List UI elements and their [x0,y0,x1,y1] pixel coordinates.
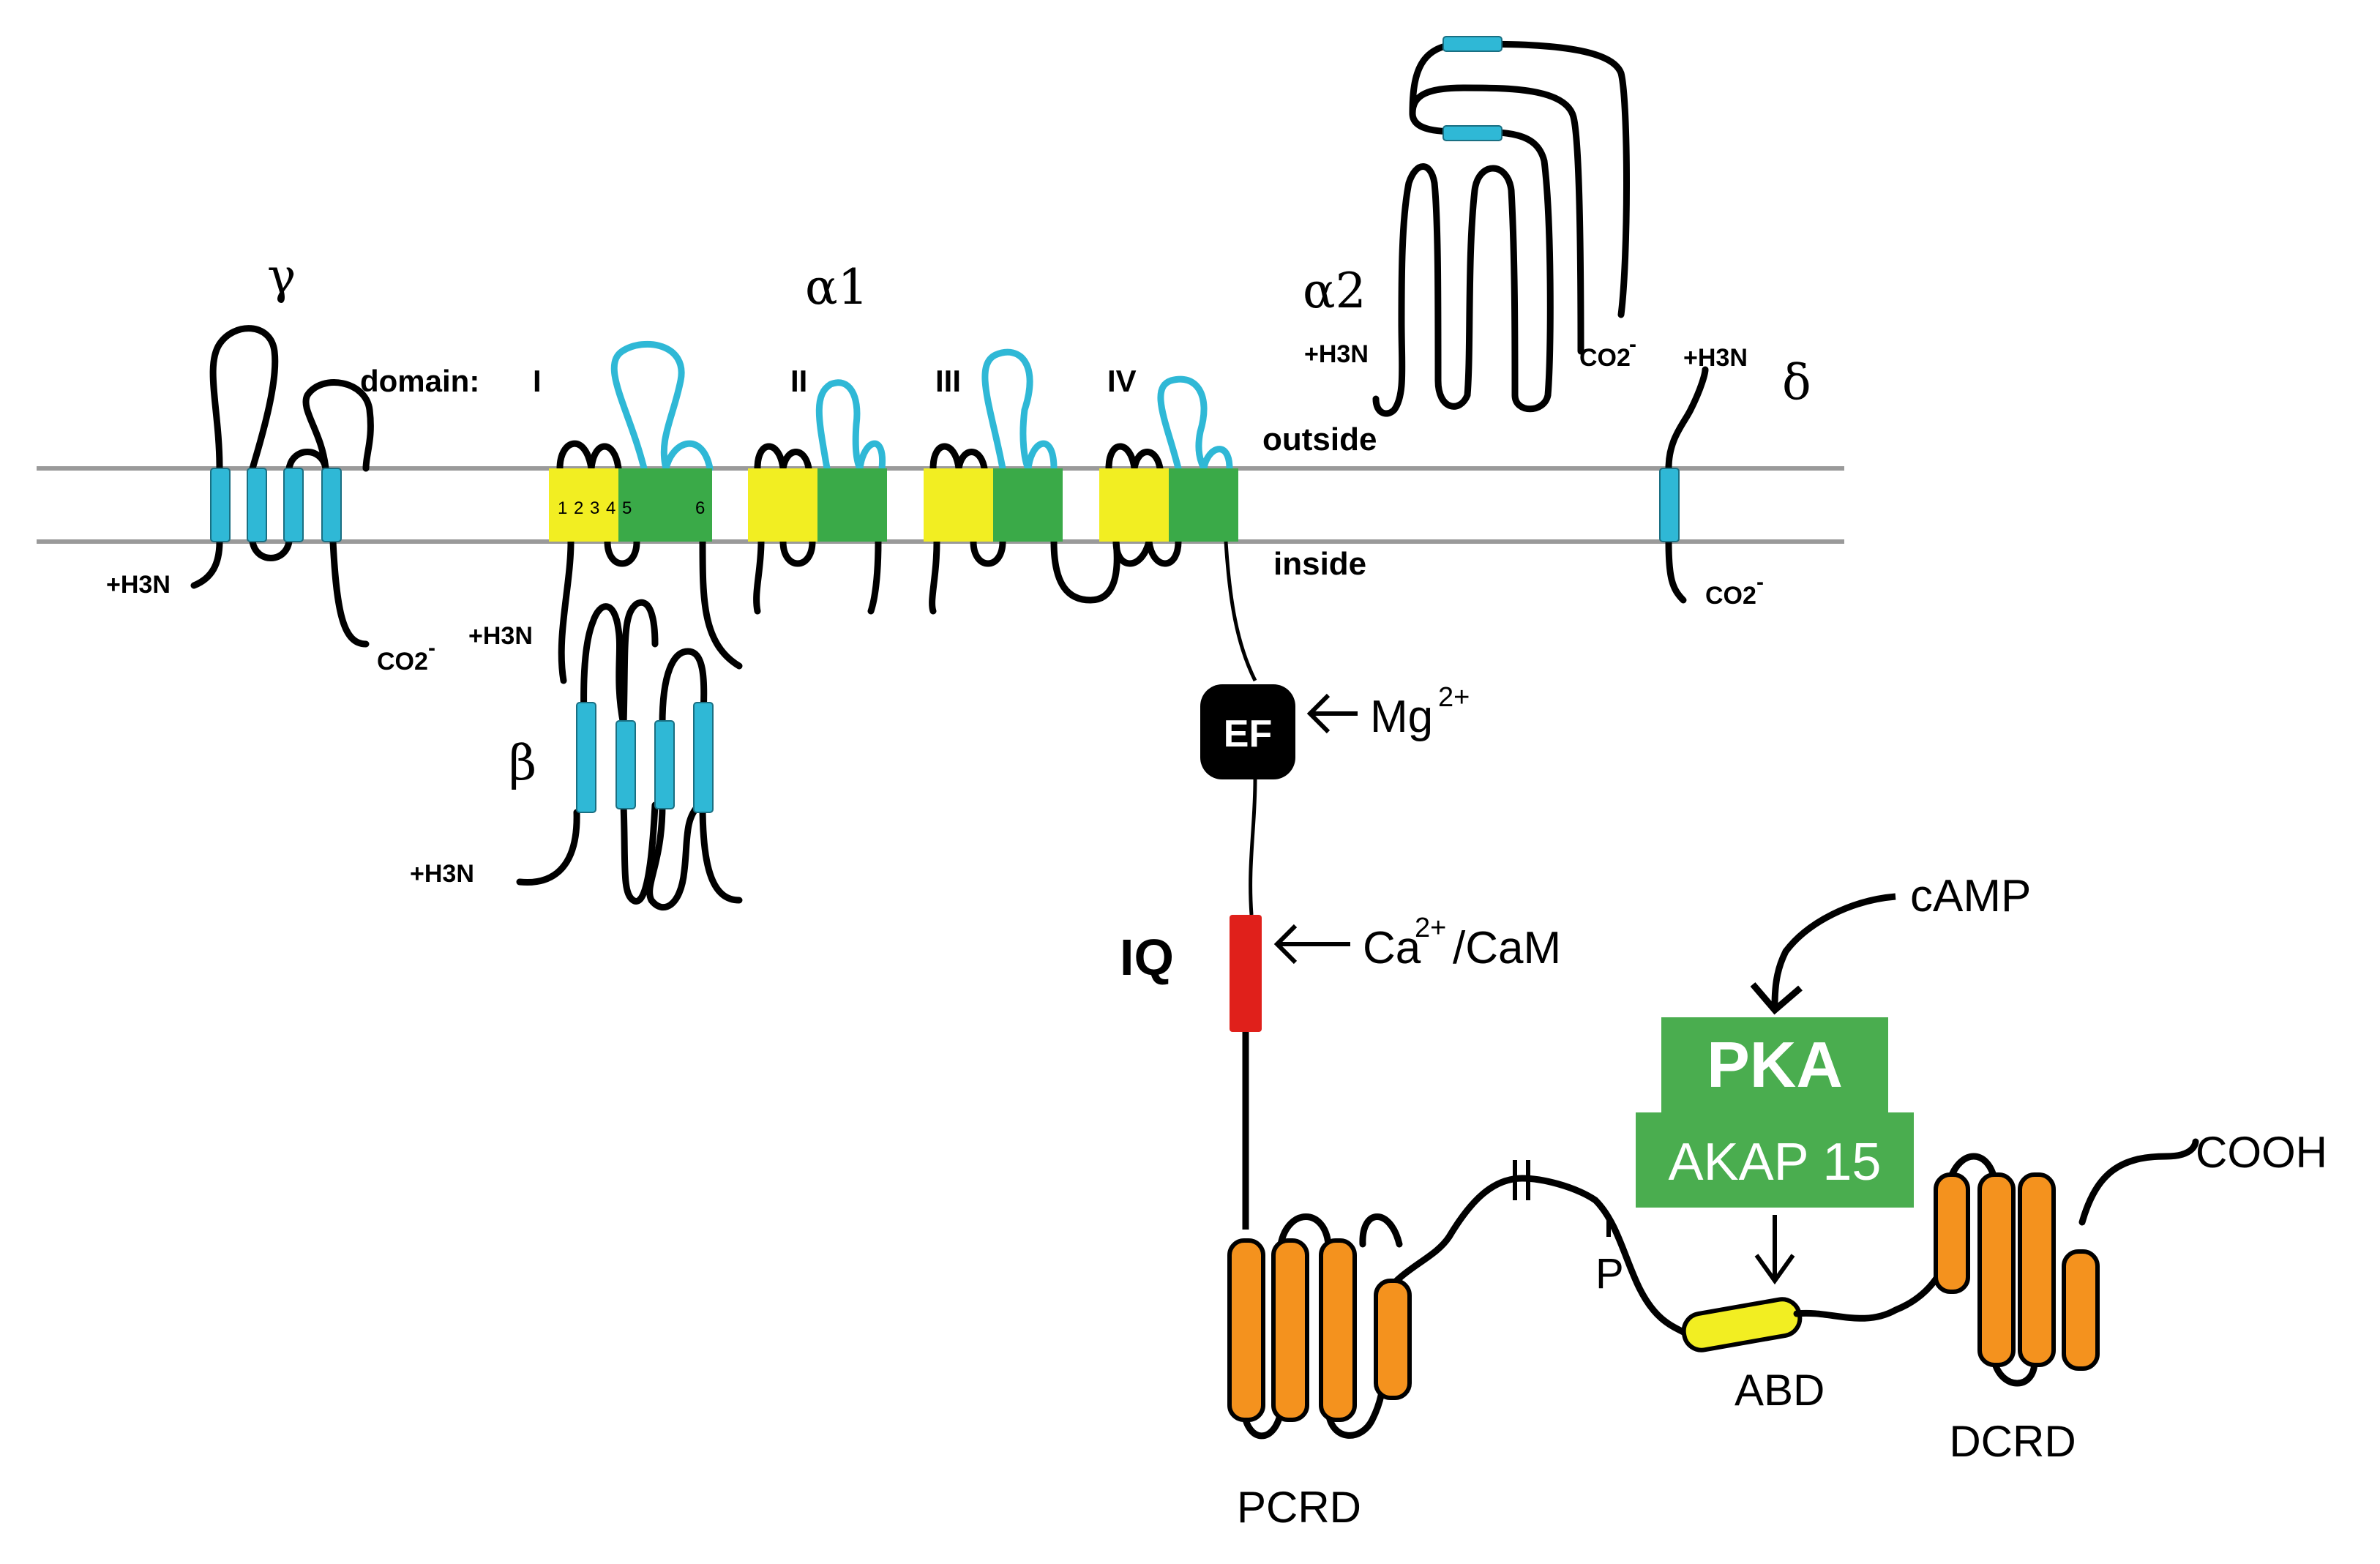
domain-iii-label: III [935,364,961,398]
akap-label: AKAP 15 [1669,1133,1882,1191]
beta-n-term-top: +H3N [468,622,533,650]
dcrd-helix-3 [2018,1172,2056,1367]
iq-motif-bar [1230,915,1262,1032]
delta-c-term: CO2 [1705,582,1756,610]
gamma-n-term: +H3N [106,571,171,599]
gamma-tm2 [247,468,267,542]
domain-i [549,340,743,684]
pka-label: PKA [1707,1028,1843,1101]
beta-subunit: β +H3N +H3N [410,599,743,910]
gamma-tm4 [321,468,342,542]
iq-label: IQ [1120,929,1174,986]
alpha2-c-term: CO2 [1579,344,1631,372]
alpha1-subunit: α1 domain: I II III IV [360,259,1561,1230]
segment-label-2: 2 [574,498,583,518]
segment-label-3: 3 [590,498,599,518]
alpha2-label: α2 [1303,263,1366,319]
domain-ii [748,379,887,615]
pka-akap-complex: PKA AKAP 15 [1636,1017,1914,1285]
c-terminal-region: PCRD P ABD DCRD COOH PKA [1227,871,2327,1532]
mg-charge: 2+ [1438,682,1470,713]
pcrd: PCRD [1227,1175,1526,1532]
mg-arrow [1306,693,1358,734]
pcrd-helix-2 [1271,1238,1309,1422]
akap-box [1636,1112,1914,1208]
pcrd-label: PCRD [1237,1483,1361,1532]
camp-label: cAMP [1910,871,2031,921]
cooh-label: COOH [2196,1128,2327,1177]
pka-box [1661,1017,1888,1112]
domain-i-label: I [533,364,542,398]
phospho-label: P [1595,1250,1624,1298]
alpha2-c-term-charge: - [1629,332,1636,356]
domain-i-voltage-sensor [549,468,618,542]
segment-label-1: 1 [558,498,567,518]
beta-tm3 [654,720,675,809]
camp-arrow [1750,893,1896,1015]
abd: ABD [1681,1297,1825,1415]
dcrd-helix-1 [1934,1172,1970,1294]
beta-n-term-bottom: +H3N [410,860,474,888]
domain-i-pore [618,468,712,542]
ef-hand-box [1200,684,1295,779]
beta-label: β [509,735,536,791]
ca-charge: 2+ [1415,913,1446,943]
dcrd-label: DCRD [1949,1417,2076,1466]
beta-tm4 [693,702,714,813]
cam-label: /CaM [1453,923,1561,973]
domain-iii-pore [993,468,1063,542]
alpha2-segment-1 [1442,36,1503,52]
inside-label: inside [1273,546,1366,582]
domain-iv-pore [1169,468,1238,542]
domain-iii-voltage-sensor [924,468,993,542]
dcrd-helix-4 [2062,1249,2100,1371]
dcrd: DCRD [1934,1138,2199,1466]
segment-label-4: 4 [606,498,615,518]
gamma-tm1 [210,468,231,542]
gamma-c-term: CO2 [377,648,428,676]
delta-n-term: +H3N [1683,344,1748,372]
ca-label: Ca [1363,923,1421,973]
domain-prefix-label: domain: [360,364,479,398]
domain-iii [924,348,1120,615]
beta-tm1 [576,702,596,813]
alpha2-subunit: α2 +H3N CO2 - [1303,36,1636,417]
abd-cylinder [1681,1297,1803,1352]
domain-iv-voltage-sensor [1099,468,1169,542]
delta-c-term-charge: - [1756,570,1764,594]
alpha1-label: α1 [805,259,869,315]
pcrd-helix-4 [1374,1279,1412,1400]
alpha2-n-term: +H3N [1304,340,1369,368]
segment-label-6: 6 [695,498,705,518]
ef-hand-label: EF [1224,713,1272,755]
gamma-label: γ [267,248,296,304]
abd-label: ABD [1735,1366,1825,1415]
outside-label: outside [1262,422,1377,457]
ca-cam-arrow [1273,924,1350,965]
gamma-c-term-charge: - [428,636,435,660]
gamma-subunit: γ +H3N CO2 - [106,248,435,676]
mg-label: Mg [1370,692,1433,742]
delta-label: δ [1782,354,1811,411]
delta-tm [1659,468,1680,542]
dcrd-helix-2 [1977,1172,2016,1367]
delta-subunit: δ +H3N CO2 - [1659,344,1811,610]
domain-ii-voltage-sensor [748,468,817,542]
gamma-tm3 [283,468,304,542]
pcrd-helix-1 [1227,1238,1265,1422]
domain-iv-label: IV [1107,364,1137,398]
segment-label-5: 5 [622,498,632,518]
pcrd-helix-3 [1319,1238,1357,1422]
beta-tm2 [615,720,636,809]
domain-ii-label: II [790,364,807,398]
domain-iv [1099,375,1238,567]
alpha2-segment-2 [1442,125,1503,141]
domain-ii-pore [817,468,887,542]
